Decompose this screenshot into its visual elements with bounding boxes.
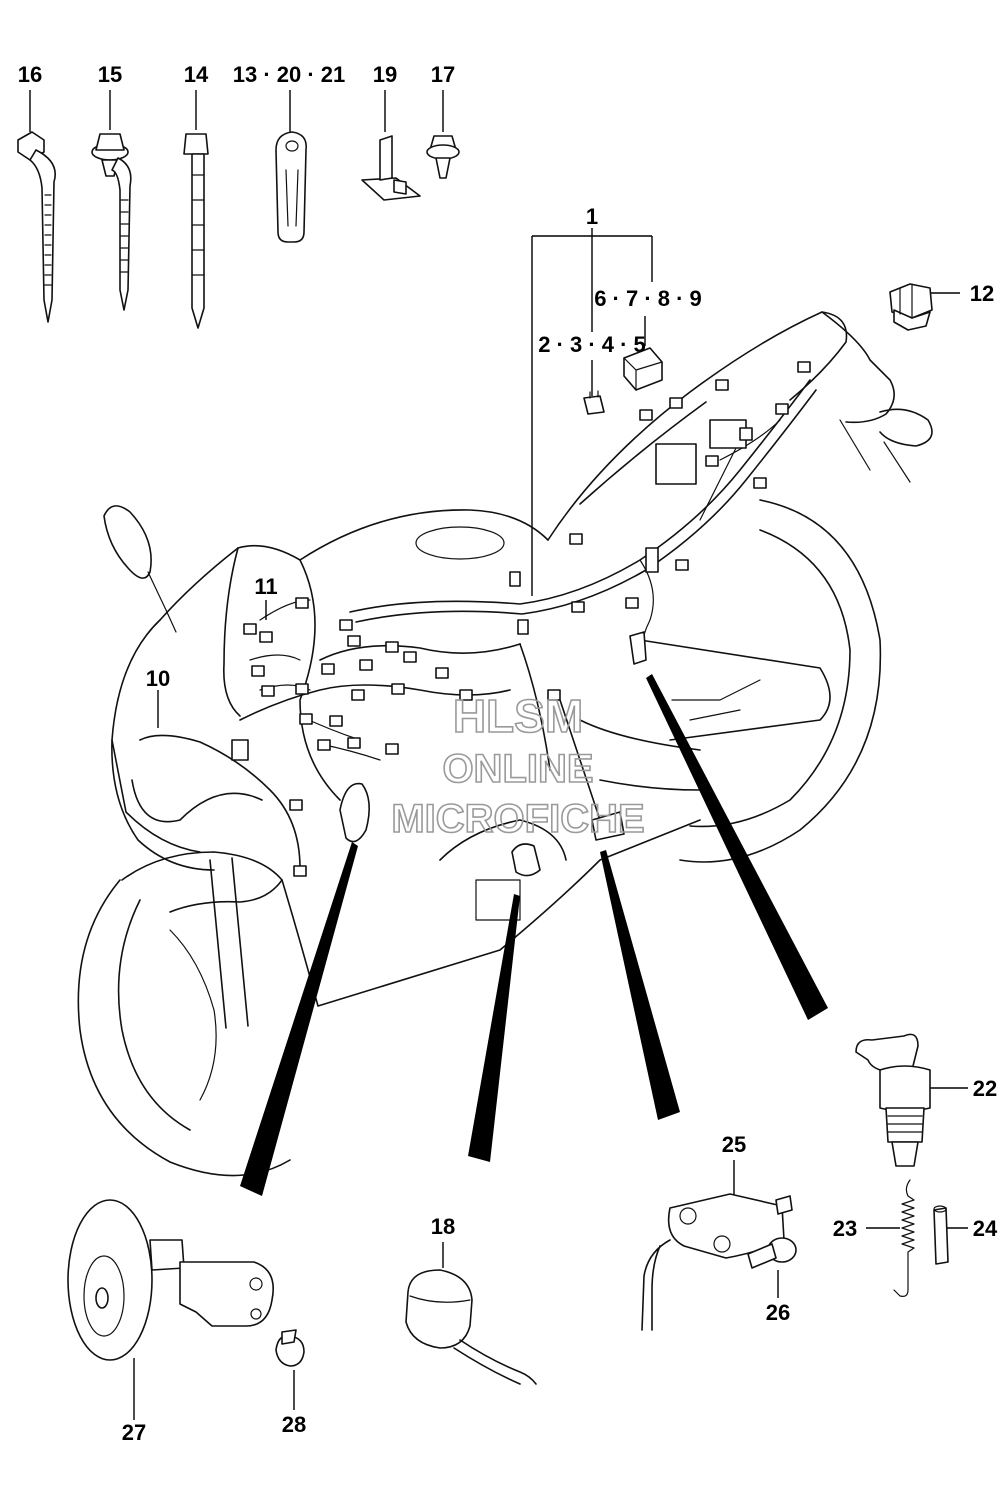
callout-17[interactable]: 17	[431, 62, 455, 87]
part-23-spring[interactable]	[866, 1179, 915, 1297]
callout-14[interactable]: 14	[184, 62, 209, 87]
part-16-cable-tie-clamp[interactable]	[17, 90, 56, 323]
callout-24[interactable]: 24	[973, 1216, 998, 1241]
callout-12[interactable]: 12	[970, 281, 994, 306]
part-28-bolt[interactable]	[275, 1329, 305, 1410]
part-15-cable-tie-push-clip[interactable]	[91, 90, 132, 311]
callout-15[interactable]: 15	[98, 62, 122, 87]
part-24-sleeve[interactable]	[933, 1205, 968, 1265]
part-13-20-21-clamp-strap[interactable]	[275, 90, 308, 243]
callout-labels: 16 15 14 13 · 20 · 21 19 17 1 6 · 7 · 8 …	[18, 62, 998, 1445]
watermark: HLSM ONLINE MICROFICHE	[391, 689, 646, 842]
callout-11[interactable]: 11	[254, 574, 277, 599]
leader-lines	[157, 600, 267, 728]
callout-10[interactable]: 10	[146, 666, 170, 691]
watermark-line-1: HLSM	[453, 690, 583, 742]
callout-27[interactable]: 27	[122, 1420, 146, 1445]
part-19-bracket[interactable]	[361, 90, 421, 201]
callout-22[interactable]: 22	[973, 1076, 997, 1101]
part-14-cable-tie[interactable]	[183, 90, 209, 329]
bracket-1-leader	[531, 228, 653, 596]
part-27-horn[interactable]	[67, 1199, 274, 1420]
part-17-push-clip[interactable]	[426, 90, 460, 179]
callout-13-20-21[interactable]: 13 · 20 · 21	[233, 62, 346, 87]
callout-19[interactable]: 19	[373, 62, 397, 87]
callout-23[interactable]: 23	[833, 1216, 857, 1241]
pointer-wedges	[240, 674, 828, 1196]
callout-2-3-4-5[interactable]: 2 · 3 · 4 · 5	[538, 332, 646, 357]
part-26-bolt[interactable]	[747, 1237, 797, 1298]
part-2-5-fuse[interactable]	[583, 390, 605, 415]
part-12-clip[interactable]	[889, 283, 960, 331]
watermark-line-2: ONLINE	[442, 747, 593, 791]
motorcycle-outline	[77, 311, 933, 1177]
watermark-line-3: MICROFICHE	[391, 797, 644, 841]
part-18-sensor[interactable]	[405, 1242, 537, 1385]
part-1-wiring-harness[interactable]	[131, 361, 817, 877]
callout-25[interactable]: 25	[722, 1132, 746, 1157]
callout-28[interactable]: 28	[282, 1412, 306, 1437]
callout-1[interactable]: 1	[586, 204, 598, 229]
part-6-9-relay[interactable]	[623, 347, 663, 391]
callout-16[interactable]: 16	[18, 62, 42, 87]
callout-18[interactable]: 18	[431, 1214, 455, 1239]
callout-6-7-8-9[interactable]: 6 · 7 · 8 · 9	[594, 286, 702, 311]
callout-26[interactable]: 26	[766, 1300, 790, 1325]
part-22-switch[interactable]	[855, 1033, 968, 1167]
